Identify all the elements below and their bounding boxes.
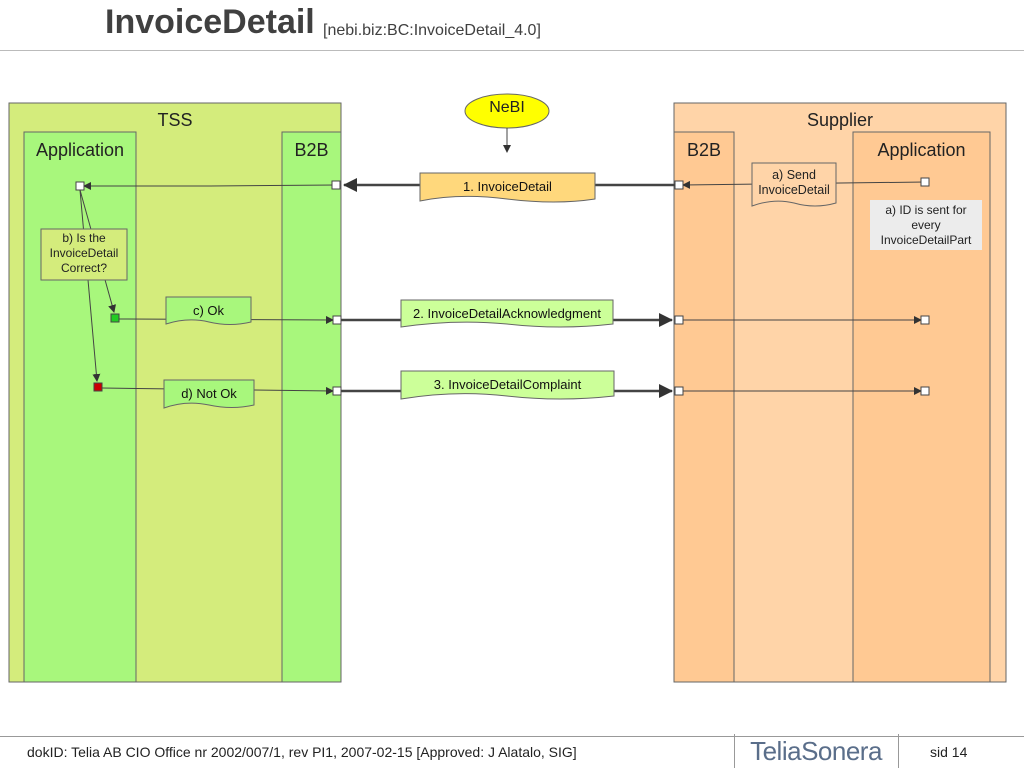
ok-note-box xyxy=(165,296,252,325)
slide-title: InvoiceDetail xyxy=(105,3,315,41)
supplier-app-endpoint-3 xyxy=(920,386,930,396)
footer-divider xyxy=(0,736,1024,737)
msg1-box xyxy=(419,172,596,203)
is-correct-note-label: b) Is the InvoiceDetail Correct? xyxy=(49,231,119,275)
send-note-label: a) Send InvoiceDetail xyxy=(758,168,830,197)
is-correct-note-box xyxy=(40,228,128,281)
supplier-application-label: Application xyxy=(877,140,966,160)
tss-application-label: Application xyxy=(35,140,125,160)
teliasonera-logo: TeliaSonera xyxy=(750,735,882,766)
tss-b2b-endpoint-3 xyxy=(332,386,342,396)
nebi-label: NeBI xyxy=(489,99,525,116)
sequence-diagram xyxy=(8,93,1007,683)
id-sent-note-label: a) ID is sent for every InvoiceDetailPar… xyxy=(880,203,972,247)
notok-note-label: d) Not Ok xyxy=(181,386,237,401)
supplier-b2b-endpoint-2 xyxy=(674,315,684,325)
slide-subtitle: [nebi.biz:BC:InvoiceDetail_4.0] xyxy=(323,22,541,39)
supplier-app-endpoint-2 xyxy=(920,315,930,325)
supplier-b2b-endpoint-1 xyxy=(674,180,684,190)
supplier-app-endpoint-1 xyxy=(920,177,930,187)
msg2-box xyxy=(400,299,614,328)
supplier-b2b-lane xyxy=(673,131,735,683)
notok-note-box xyxy=(163,379,255,409)
tss-b2b-label: B2B xyxy=(294,140,329,160)
msg3-label: 3. InvoiceDetailComplaint xyxy=(433,377,582,392)
id-sent-note-box xyxy=(870,200,982,250)
footer-separator-left xyxy=(734,734,735,768)
msg1-label: 1. InvoiceDetail xyxy=(463,179,552,194)
tss-pool-label: TSS xyxy=(157,110,193,130)
tss-application-lane xyxy=(23,131,137,683)
supplier-pool-label: Supplier xyxy=(806,110,874,130)
footer-doc-id: dokID: Telia AB CIO Office nr 2002/007/1… xyxy=(27,744,577,760)
title-divider xyxy=(0,50,1024,51)
msg3-box xyxy=(400,370,615,400)
decision-line-notok xyxy=(79,189,101,382)
ok-note-label: c) Ok xyxy=(192,303,225,318)
send-note-box xyxy=(751,162,837,207)
footer-separator-right xyxy=(898,734,899,768)
tss-b2b-to-app-line xyxy=(209,184,337,187)
ok-marker xyxy=(110,313,120,323)
supplier-b2b-endpoint-3 xyxy=(674,386,684,396)
page-number: sid 14 xyxy=(930,744,968,760)
tss-b2b-lane xyxy=(281,131,342,683)
notok-marker xyxy=(93,382,103,392)
tss-app-endpoint-1 xyxy=(75,181,85,191)
supplier-b2b-label: B2B xyxy=(686,140,722,160)
tss-b2b-endpoint-1 xyxy=(331,180,341,190)
tss-b2b-endpoint-2 xyxy=(332,315,342,325)
msg2-label: 2. InvoiceDetailAcknowledgment xyxy=(413,306,601,321)
